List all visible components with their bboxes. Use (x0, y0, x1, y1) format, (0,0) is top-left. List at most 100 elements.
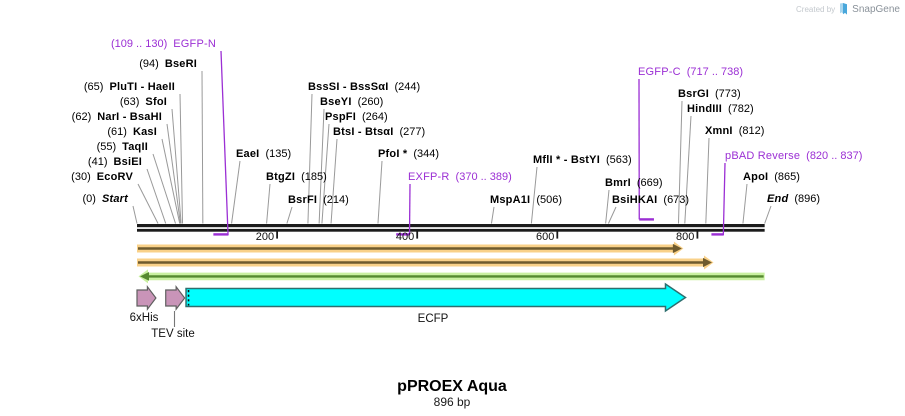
site-name: EXFP-R (408, 171, 450, 183)
leader-line-btsi-bts-i (330, 138, 338, 224)
site-position: (135) (265, 148, 292, 160)
primer-label-exfp-r[interactable]: EXFP-R(370 .. 389) (408, 171, 512, 183)
leader-line-hindiii (684, 115, 692, 224)
site-name: BssSI - BssSαI (308, 81, 389, 93)
site-label-mspa1i[interactable]: MspA1I (506) (490, 194, 562, 206)
site-name: BseRI (164, 58, 197, 70)
site-name: BsrGI (678, 88, 709, 100)
alignment-arrow-3-head (140, 272, 149, 281)
site-name: PluTI - HaeII (109, 81, 175, 93)
site-label-hindiii[interactable]: HindIII (782) (687, 103, 754, 115)
site-position: (264) (361, 111, 388, 123)
site-name: BsiEI (113, 156, 142, 168)
leader-line-mspa1i (490, 206, 495, 224)
site-label-start[interactable]: (0) Start (82, 193, 128, 205)
leader-line-bsiei (146, 168, 167, 224)
site-position: (782) (728, 103, 754, 115)
site-label-bsiei[interactable]: (41) BsiEI (88, 156, 142, 168)
site-label-bsihkai[interactable]: BsiHKAI(673) (612, 194, 689, 206)
site-label-taqii[interactable]: (55)TaqII (97, 141, 148, 153)
site-label-pluti-haeii[interactable]: (65) PluTI - HaeII (84, 81, 175, 93)
ruler-tick-label-600: 600 (535, 231, 555, 243)
site-position: (812) (738, 125, 765, 137)
site-label-bseyi[interactable]: BseYI(260) (320, 96, 383, 108)
site-position: (563) (605, 154, 632, 166)
site-label-bseri[interactable]: (94) BseRI (139, 58, 197, 70)
leader-line-pluti-haeii (179, 93, 184, 224)
leader-line-sfoi (171, 108, 182, 224)
site-position: (41) (87, 156, 108, 168)
primer-label-pbad-reverse[interactable]: pBAD Reverse(820 .. 837) (725, 150, 862, 162)
site-name: BsiHKAI (612, 194, 658, 206)
site-position: (61) (107, 126, 127, 138)
site-name: XmnI (705, 125, 733, 137)
watermark-created-by: Created by (796, 4, 836, 14)
site-name: MspA1I (490, 194, 531, 206)
site-position: (244) (394, 81, 421, 93)
site-name: EaeI (236, 148, 260, 160)
site-label-bsssi-bsss-i[interactable]: BssSI - BssSαI (244) (308, 81, 420, 93)
site-label-ecorv[interactable]: (30)EcoRV (71, 171, 133, 183)
ruler-tick-label-200: 200 (255, 231, 275, 243)
snapgene-logo-icon (840, 3, 848, 15)
site-position: (55) (96, 141, 117, 153)
site-label-sfoi[interactable]: (63)SfoI (120, 96, 167, 108)
primer-label-egfp-c[interactable]: EGFP-C(717 .. 738) (638, 66, 743, 78)
site-label-bmri[interactable]: BmrI(669) (605, 177, 663, 189)
site-label-bsrgi[interactable]: BsrGI (773) (678, 88, 741, 100)
title-block: pPROEX Aqua 896 bp (397, 378, 507, 409)
site-label-btsi-bts-i[interactable]: BtsI - BtsαI(277) (333, 126, 425, 138)
site-label-xmni[interactable]: XmnI (812) (705, 125, 764, 137)
leader-line-btgzi (266, 183, 271, 224)
site-position: (260) (357, 96, 384, 108)
site-label-mfli-bstyi[interactable]: MflI * - BstYI (563) (533, 154, 632, 166)
site-label-nari-bsahi[interactable]: (62)NarI - BsaHI (72, 111, 162, 123)
site-name: PfoI * (378, 148, 408, 160)
leader-line-bsrfi (286, 206, 293, 224)
feature-label-6xhis[interactable]: 6xHis (129, 312, 159, 324)
feature-label-ecfp[interactable]: ECFP (417, 313, 449, 325)
watermark: Created by SnapGene (796, 3, 900, 15)
leader-line-pspfi (321, 123, 330, 224)
site-label-kasi[interactable]: (61) KasI (107, 126, 157, 138)
site-label-apoi[interactable]: ApoI(865) (743, 171, 800, 183)
site-label-btgzi[interactable]: BtgZI (185) (266, 171, 327, 183)
site-name: Start (101, 193, 128, 205)
site-position: (65) (83, 81, 104, 93)
alignment-arrow-1-head (672, 243, 682, 254)
feature-label-tev-site[interactable]: TEV site (151, 328, 195, 340)
site-name: KasI (132, 126, 157, 138)
primer-leader-egfp-n (220, 50, 229, 236)
sequence-bar-bottom[interactable] (137, 228, 765, 232)
site-name: BtgZI (266, 171, 296, 183)
alignment-arrow-2-head (703, 257, 713, 268)
site-label-pspfi[interactable]: PspFI (264) (325, 111, 388, 123)
site-name: MflI * - BstYI (533, 154, 600, 166)
sequence-bar-top[interactable] (137, 224, 765, 228)
site-position: (185) (301, 171, 327, 183)
primer-label-egfp-n[interactable]: (109 .. 130)EGFP-N (111, 38, 216, 50)
feature-arrow-6xhis[interactable] (136, 285, 157, 311)
site-label-end[interactable]: End(896) (767, 193, 820, 205)
primer-leader-pbad-reverse (722, 162, 726, 236)
feature-arrow-ecfp[interactable] (185, 282, 687, 313)
site-name: pBAD Reverse (725, 150, 801, 162)
site-label-pfoi[interactable]: PfoI *(344) (378, 148, 439, 160)
site-label-bsrfi[interactable]: BsrFI(214) (288, 194, 349, 206)
leader-line-bsrgi (677, 100, 683, 224)
site-label-eaei[interactable]: EaeI (135) (236, 148, 291, 160)
site-position: (773) (714, 88, 741, 100)
site-position: (0) (82, 193, 96, 205)
feature-arrow-tev-site[interactable] (165, 285, 186, 311)
leader-line-apoi (742, 183, 748, 224)
site-name: NarI - BsaHI (97, 111, 162, 123)
site-position: (214) (323, 194, 349, 206)
map-title: pPROEX Aqua (397, 378, 507, 395)
site-position: (94) (139, 58, 159, 70)
site-name: HindIII (687, 103, 723, 115)
site-name: PspFI (325, 111, 356, 123)
site-position: (506) (536, 194, 563, 206)
site-name: EGFP-C (638, 66, 681, 78)
leader-line-pfoi (377, 160, 383, 224)
leader-line-bseri (201, 70, 204, 224)
